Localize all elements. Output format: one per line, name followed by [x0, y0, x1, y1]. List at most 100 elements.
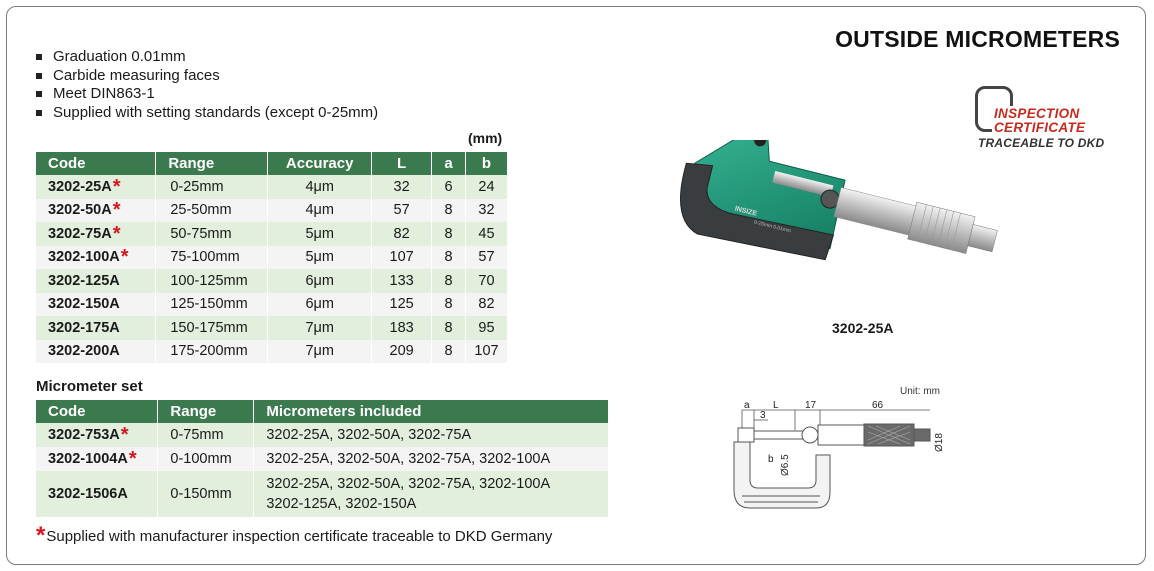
- cell-accuracy: 6μm: [267, 292, 373, 316]
- micrometer-photo: INSIZE 0-25mm 0.01mm: [680, 140, 998, 261]
- cell-a: 8: [431, 222, 466, 246]
- dim-b-label: b: [768, 454, 774, 465]
- asterisk-icon: *: [36, 522, 46, 549]
- cell-a: 8: [431, 198, 466, 222]
- bullet-icon: [36, 91, 42, 98]
- cell-code: 3202-75A*: [36, 222, 157, 246]
- header-code: Code: [36, 152, 157, 175]
- cell-code: 3202-200A: [36, 339, 157, 363]
- cell-range: 50-75mm: [155, 222, 269, 246]
- cell-code: 3202-150A: [36, 292, 157, 316]
- cell-range: 125-150mm: [155, 292, 269, 316]
- cell-range: 150-175mm: [155, 316, 269, 340]
- cell-range: 25-50mm: [155, 198, 269, 222]
- cell-code: 3202-175A: [36, 316, 157, 340]
- bullet-icon: [36, 54, 42, 61]
- cell-code: 3202-25A*: [36, 175, 157, 199]
- set-section-title: Micrometer set: [36, 378, 143, 395]
- cell-range: 175-200mm: [155, 339, 269, 363]
- cell-b: 24: [465, 175, 508, 199]
- set-table: Code Range Micrometers included 3202-753…: [36, 400, 609, 517]
- cell-code: 3202-1506A: [36, 471, 159, 517]
- cell-a: 6: [431, 175, 466, 199]
- cell-b: 95: [465, 316, 508, 340]
- cell-a: 8: [431, 292, 466, 316]
- bullet-icon: [36, 72, 42, 79]
- photo-model-label: 3202-25A: [832, 320, 894, 336]
- dim-L-label: L: [773, 400, 779, 411]
- cell-L: 125: [371, 292, 433, 316]
- cell-code: 3202-100A*: [36, 245, 157, 269]
- feature-item: Graduation 0.01mm: [36, 48, 378, 67]
- set-header-range: Range: [157, 400, 255, 423]
- drawing-unit-label: Unit: mm: [900, 386, 940, 397]
- certificate-line-1: INSPECTION: [992, 106, 1082, 121]
- dim-3-label: 3: [760, 410, 766, 421]
- spec-table: Code Range Accuracy L a b 3202-25A*0-25m…: [36, 152, 508, 363]
- cell-range: 0-25mm: [155, 175, 269, 199]
- cell-a: 8: [431, 316, 466, 340]
- dim-66-label: 66: [872, 400, 884, 411]
- dim-d18-label: Ø18: [934, 433, 945, 452]
- cell-b: 45: [465, 222, 508, 246]
- cell-L: 32: [371, 175, 433, 199]
- dim-17-label: 17: [805, 400, 817, 411]
- cell-b: 107: [465, 339, 508, 363]
- dim-a-label: a: [744, 400, 750, 411]
- header-a: a: [431, 152, 466, 175]
- cell-a: 8: [431, 269, 466, 293]
- cell-b: 57: [465, 245, 508, 269]
- header-accuracy: Accuracy: [267, 152, 373, 175]
- certificate-line-2: CERTIFICATE: [992, 120, 1088, 135]
- set-header-row: Code Range Micrometers included: [36, 400, 609, 423]
- page-title: OUTSIDE MICROMETERS: [835, 26, 1120, 52]
- asterisk-icon: *: [112, 175, 121, 198]
- cell-code: 3202-50A*: [36, 198, 157, 222]
- cell-accuracy: 5μm: [267, 222, 373, 246]
- certificate-line-3: TRACEABLE TO DKD: [978, 136, 1105, 150]
- feature-list: Graduation 0.01mm Carbide measuring face…: [36, 48, 378, 122]
- cell-code: 3202-1004A*: [36, 447, 159, 471]
- cell-L: 57: [371, 198, 433, 222]
- footnote: * Supplied with manufacturer inspection …: [36, 522, 552, 549]
- cell-accuracy: 7μm: [267, 339, 373, 363]
- cell-L: 107: [371, 245, 433, 269]
- cell-range: 0-150mm: [157, 471, 255, 517]
- asterisk-icon: *: [120, 246, 129, 269]
- cell-code: 3202-125A: [36, 269, 157, 293]
- set-header-included: Micrometers included: [253, 400, 609, 423]
- cell-accuracy: 4μm: [267, 175, 373, 199]
- cell-code: 3202-753A*: [36, 423, 159, 447]
- unit-note: (mm): [468, 130, 503, 146]
- cell-b: 70: [465, 269, 508, 293]
- dimension-drawing: Unit: mm a 3 L 17 66 b Ø6.5 Ø18: [733, 386, 945, 509]
- cell-accuracy: 7μm: [267, 316, 373, 340]
- set-header-code: Code: [36, 400, 159, 423]
- feature-item: Meet DIN863-1: [36, 85, 378, 104]
- dim-d65-label: Ø6.5: [780, 454, 791, 476]
- feature-item: Supplied with setting standards (except …: [36, 104, 378, 123]
- cell-a: 8: [431, 339, 466, 363]
- feature-item: Carbide measuring faces: [36, 67, 378, 86]
- spec-header-row: Code Range Accuracy L a b: [36, 152, 508, 175]
- header-range: Range: [155, 152, 269, 175]
- asterisk-icon: *: [112, 199, 121, 222]
- cell-b: 82: [465, 292, 508, 316]
- header-b: b: [465, 152, 508, 175]
- cell-L: 82: [371, 222, 433, 246]
- asterisk-icon: *: [128, 448, 137, 470]
- cell-range: 100-125mm: [155, 269, 269, 293]
- cell-accuracy: 6μm: [267, 269, 373, 293]
- header-L: L: [371, 152, 433, 175]
